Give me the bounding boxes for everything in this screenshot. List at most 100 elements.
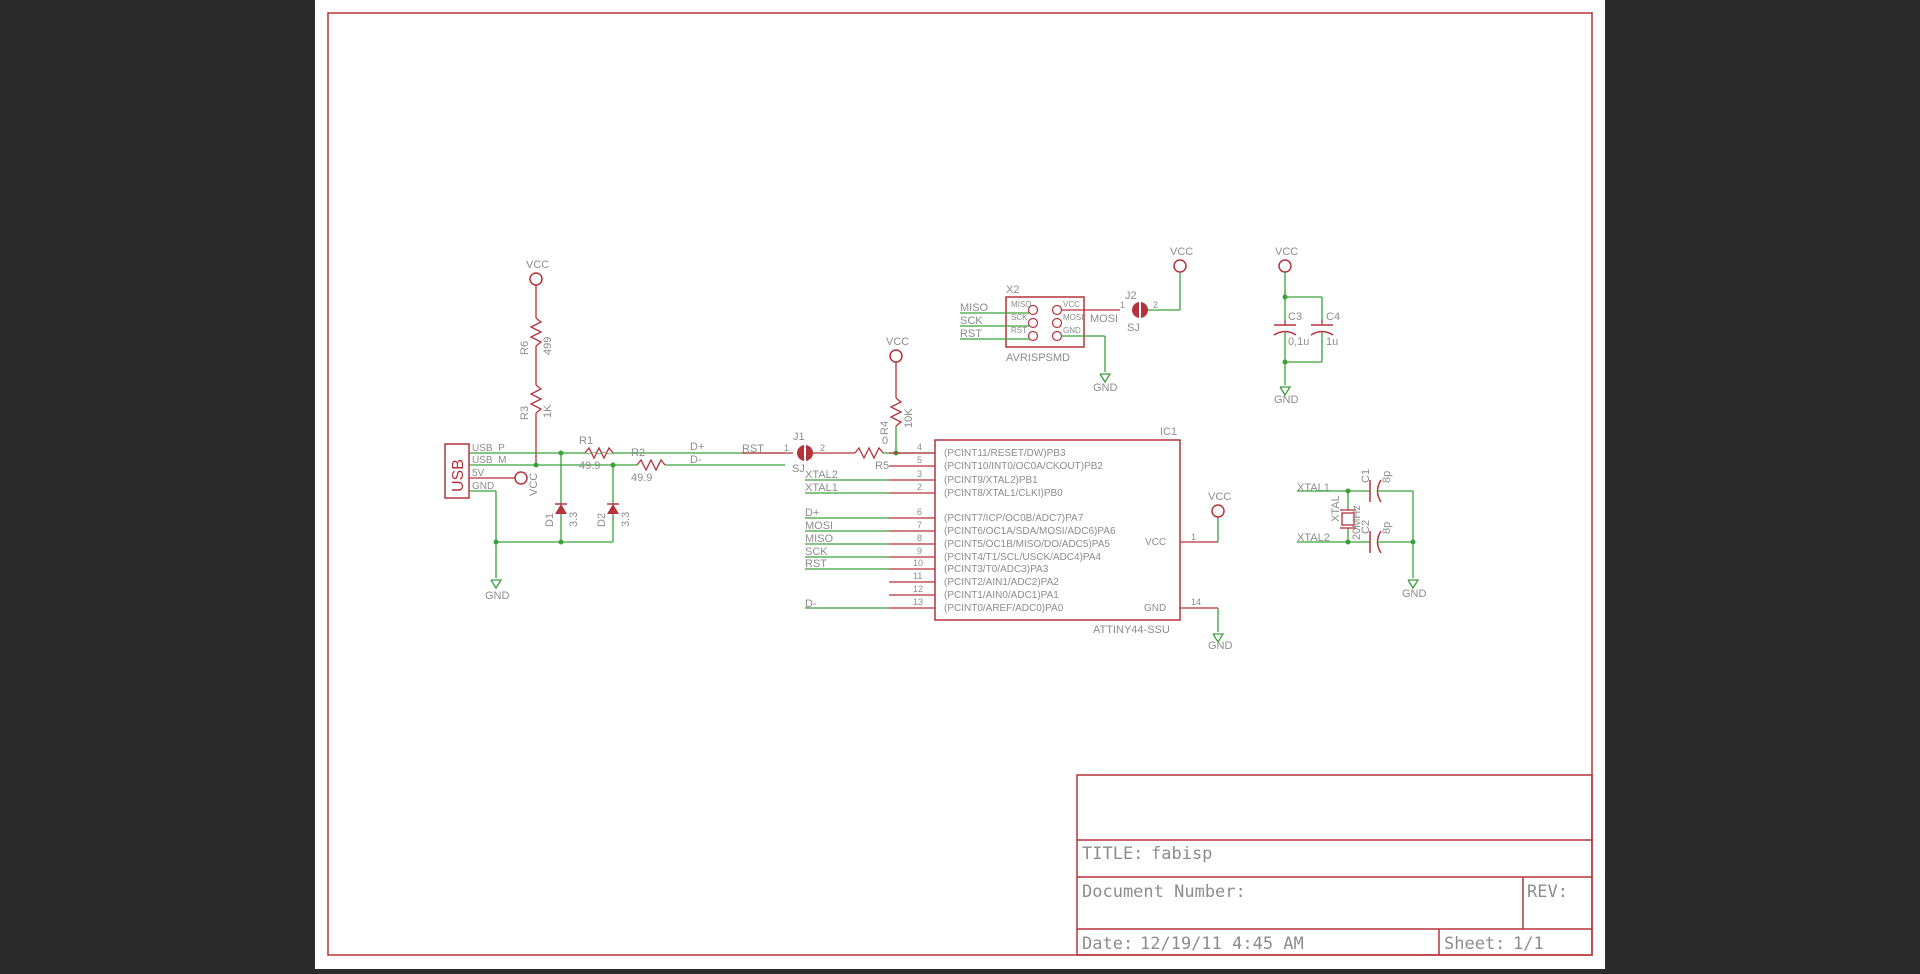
svg-text:VCC: VCC — [1145, 537, 1166, 548]
vcc-label: VCC — [886, 336, 909, 348]
zener-diode-d1 — [555, 504, 567, 514]
net-label-rst: RST — [805, 558, 827, 570]
usb-connector-body — [444, 443, 470, 499]
ic1-value: ATTINY44-SSU — [1093, 624, 1170, 636]
ic1-pin-7: 7 (PCINT6/OC1A/SDA/MOSI/ADC6)PA6 — [889, 520, 1116, 537]
usb-pin-label: GND — [472, 481, 494, 492]
title-label: TITLE: — [1082, 844, 1143, 864]
ic1-name: IC1 — [1160, 426, 1177, 438]
j2-name: J2 — [1125, 290, 1137, 302]
svg-text:RST: RST — [1011, 326, 1027, 335]
sheet-value: 1/1 — [1513, 934, 1544, 954]
svg-text:11: 11 — [913, 571, 922, 581]
ic1-pin-3: 3 (PCINT9/XTAL2)PB1 — [889, 469, 1038, 486]
r2-name: R2 — [631, 447, 645, 459]
ic1-pin-5: 5 (PCINT10/INT0/OC0A/CKOUT)PB2 — [889, 455, 1103, 472]
svg-text:2: 2 — [1153, 300, 1158, 310]
sheet-label: Sheet: — [1444, 934, 1505, 954]
vcc-label: VCC — [1170, 246, 1193, 258]
vcc-label: VCC — [528, 473, 540, 496]
c4-value: 1u — [1326, 336, 1338, 348]
d1-name: D1 — [544, 513, 556, 527]
c2-name: C2 — [1360, 520, 1372, 534]
j1-value: SJ — [792, 463, 805, 475]
c3-name: C3 — [1288, 311, 1302, 323]
svg-text:14: 14 — [1191, 597, 1201, 607]
svg-text:(PCINT0/AREF/ADC0)PA0: (PCINT0/AREF/ADC0)PA0 — [944, 603, 1064, 614]
r5-value: 0 — [882, 435, 888, 447]
svg-text:MISO: MISO — [1011, 300, 1031, 309]
isp-header-x2: X2 AVRISPSMD MISO SCK RST VCC MOSI GND M… — [960, 284, 1120, 394]
r1-name: R1 — [579, 435, 593, 447]
title-value: fabisp — [1151, 844, 1212, 864]
title-block: TITLE: fabisp Document Number: REV: Date… — [1076, 774, 1593, 956]
gnd-symbol — [490, 579, 503, 590]
r2-value: 49.9 — [631, 472, 652, 484]
d2-name: D2 — [596, 513, 608, 527]
svg-text:GND: GND — [1144, 603, 1166, 614]
gnd-label: GND — [1402, 588, 1427, 600]
c3-value: 0,1u — [1288, 336, 1309, 348]
net-label-xtal2: XTAL2 — [805, 469, 838, 481]
svg-text:(PCINT1/AIN0/ADC1)PA1: (PCINT1/AIN0/ADC1)PA1 — [944, 590, 1059, 601]
svg-text:(PCINT11/RESET/DW)PB3: (PCINT11/RESET/DW)PB3 — [944, 448, 1066, 459]
net-label-d-minus: D- — [805, 598, 817, 610]
svg-text:(PCINT3/T0/ADC3)PA3: (PCINT3/T0/ADC3)PA3 — [944, 564, 1049, 575]
svg-text:(PCINT7/ICP/OC0B/ADC7)PA7: (PCINT7/ICP/OC0B/ADC7)PA7 — [944, 513, 1084, 524]
svg-text:8: 8 — [917, 533, 922, 543]
vcc-symbol — [514, 471, 528, 485]
svg-text:2: 2 — [917, 482, 922, 492]
net-label-mosi: MOSI — [1090, 313, 1118, 325]
ic1-pin-4: 4 (PCINT11/RESET/DW)PB3 — [889, 442, 1066, 459]
net-label-xtal1: XTAL1 — [1297, 482, 1330, 494]
net-label-d-plus: D+ — [690, 441, 704, 453]
ic1-pin-12: 12 (PCINT1/AIN0/ADC1)PA1 — [889, 584, 1059, 601]
c1-value: 8p — [1381, 471, 1393, 483]
j1-name: J1 — [793, 431, 805, 443]
svg-text:1: 1 — [1120, 300, 1125, 310]
usb-pin-label: 5V — [472, 468, 485, 479]
x2-value: AVRISPSMD — [1006, 352, 1070, 364]
zener-diode-d2 — [607, 504, 619, 514]
r5-name: R5 — [875, 460, 889, 472]
reset-section: RST 1 J1 SJ 2 R5 VCC R4 10K 10K — [742, 336, 935, 475]
svg-text:6: 6 — [917, 507, 922, 517]
r3-value: 1K — [542, 404, 554, 418]
resistor-r1 — [584, 446, 614, 460]
svg-text:SCK: SCK — [1011, 313, 1028, 322]
net-label-xtal2: XTAL2 — [1297, 532, 1330, 544]
crystal-xtal — [1341, 512, 1355, 526]
gnd-symbol — [1279, 386, 1292, 397]
ic1-body — [934, 439, 1181, 621]
gnd-symbol — [1407, 579, 1420, 590]
sheet-frame — [327, 12, 1593, 956]
svg-text:GND: GND — [1063, 326, 1081, 335]
net-label-sck: SCK — [960, 315, 983, 327]
usb-section: VCC R6 499 R3 1K USB USB_P USB_M 5V GND — [444, 259, 785, 602]
resistor-r2 — [636, 458, 666, 472]
r4-name: R4 — [879, 421, 891, 435]
c2-value: 8p — [1381, 522, 1393, 534]
r6-name: R6 — [519, 341, 531, 355]
vcc-label: VCC — [1208, 491, 1231, 503]
resistor-r4 — [889, 397, 903, 427]
r1-value: 49.9 — [579, 460, 600, 472]
xtal-value: 20MHz — [1351, 505, 1363, 540]
document-number-label: Document Number: — [1082, 882, 1246, 902]
svg-text:5: 5 — [917, 455, 922, 465]
net-label-sck: SCK — [805, 546, 828, 558]
c4-name: C4 — [1326, 311, 1340, 323]
svg-text:(PCINT6/OC1A/SDA/MOSI/ADC6)PA6: (PCINT6/OC1A/SDA/MOSI/ADC6)PA6 — [944, 526, 1116, 537]
ic1-pin-13: 13 (PCINT0/AREF/ADC0)PA0 — [889, 597, 1064, 614]
vcc-symbol — [1173, 259, 1187, 273]
svg-text:(PCINT9/XTAL2)PB1: (PCINT9/XTAL2)PB1 — [944, 475, 1038, 486]
net-label-rst: RST — [742, 443, 764, 455]
vcc-label: VCC — [1275, 246, 1298, 258]
x2-body — [1005, 296, 1085, 348]
svg-text:3: 3 — [917, 469, 922, 479]
ic1-pin-11: 11 (PCINT2/AIN1/ADC2)PA2 — [889, 571, 1059, 588]
ic1-pin-8: 8 (PCINT5/OC1B/MISO/DO/ADC5)PA5 — [889, 533, 1110, 550]
ic1-pin-6: 6 (PCINT7/ICP/OC0B/ADC7)PA7 — [889, 507, 1084, 524]
c1-name: C1 — [1360, 469, 1372, 483]
d2-value: 3.3 — [620, 512, 632, 527]
